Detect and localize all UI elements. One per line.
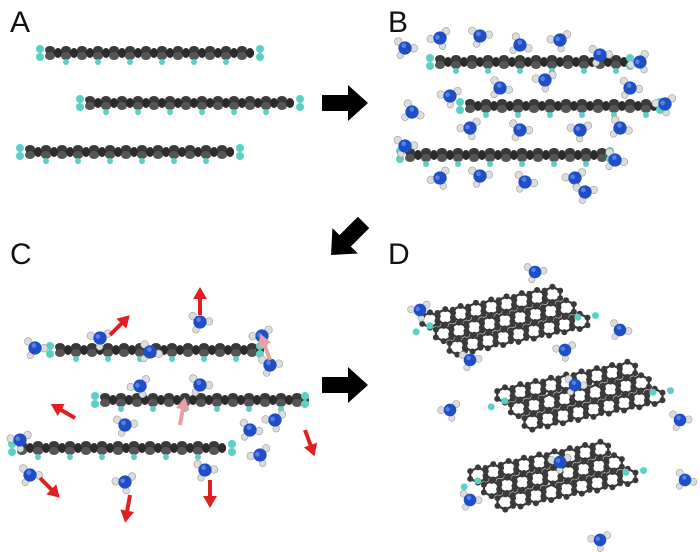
ammonia-molecule-icon: [394, 37, 419, 59]
graphene-sheet-d3: [460, 438, 647, 513]
graphene-sheet-b3: [396, 147, 614, 167]
ammonia-molecule-icon: [436, 86, 462, 109]
ammonia-molecule-icon: [393, 136, 419, 158]
ammonia-molecule-icon: [669, 410, 693, 431]
ammonia-molecule-icon: [258, 355, 284, 377]
ammonia-molecule-icon: [458, 351, 483, 372]
ammonia-molecule-icon: [6, 430, 32, 453]
ammonia-molecule-icon: [626, 50, 649, 74]
panel-label-d: D: [388, 238, 410, 271]
ammonia-molecule-icon: [587, 531, 611, 552]
ammonia-molecule-icon: [564, 374, 588, 396]
ammonia-molecule-icon: [261, 410, 287, 433]
ammonia-molecule-icon: [651, 94, 677, 117]
graphene-sheet-c3: [8, 440, 236, 460]
ammonia-molecule-icon: [619, 76, 644, 99]
ammonia-molecule-icon: [24, 337, 49, 359]
motion-arrow-icon: [193, 287, 207, 315]
panel-label-a: A: [10, 6, 31, 39]
motion-arrow-icon: [175, 397, 190, 426]
graphene-sheet-c1: [46, 342, 264, 362]
ammonia-molecule-icon: [86, 329, 113, 351]
motion-arrow-icon: [303, 429, 318, 457]
ammonia-molecule-icon: [675, 468, 698, 490]
panel-label-b: B: [388, 6, 409, 39]
ammonia-molecule-icon: [126, 375, 151, 398]
motion-arrow-icon: [38, 476, 60, 498]
ammonia-molecule-icon: [113, 415, 139, 437]
ammonia-molecule-icon: [426, 27, 451, 50]
graphene-sheet-d2: [487, 358, 674, 433]
motion-arrow-icon: [257, 333, 272, 361]
ammonia-molecule-icon: [459, 489, 483, 511]
motion-arrow-icon: [50, 403, 76, 420]
ammonia-molecule-icon: [140, 340, 163, 363]
ammonia-molecule-icon: [193, 460, 219, 482]
ammonia-molecule-icon: [19, 464, 44, 486]
graphene-sheet-a1: [36, 45, 264, 65]
ammonia-molecule-icon: [509, 119, 534, 141]
ammonia-molecule-icon: [246, 444, 271, 467]
ammonia-molecule-icon: [468, 166, 494, 188]
ammonia-molecule-icon: [547, 454, 572, 474]
ammonia-molecule-icon: [610, 319, 633, 341]
motion-arrow-icon: [120, 494, 135, 523]
ammonia-molecule-icon: [552, 341, 576, 362]
graphene-sheet-b2: [456, 98, 664, 118]
ammonia-molecule-icon: [188, 312, 214, 334]
ammonia-molecule-icon: [546, 30, 572, 53]
ammonia-molecule-icon: [111, 472, 137, 495]
ammonia-molecule-icon: [468, 26, 494, 48]
ammonia-molecule-icon: [566, 121, 593, 143]
graphene-sheet-a2: [76, 95, 304, 115]
down-left-arrow-icon: [331, 216, 370, 255]
ammonia-molecule-icon: [426, 166, 450, 190]
right-arrow-icon: [322, 85, 368, 121]
panel-label-c: C: [10, 238, 32, 271]
ammonia-molecule-icon: [609, 115, 633, 138]
ammonia-molecule-icon: [456, 117, 481, 141]
graphene-sheet-c2: [91, 392, 309, 412]
ammonia-molecule-icon: [572, 183, 598, 204]
motion-arrow-icon: [108, 315, 130, 337]
ammonia-molecule-icon: [523, 263, 548, 284]
ammonia-molecule-icon: [437, 400, 461, 422]
ammonia-molecule-icon: [605, 148, 628, 171]
ammonia-molecule-icon: [239, 418, 264, 441]
right-arrow-icon: [322, 367, 368, 403]
ammonia-molecule-icon: [189, 374, 214, 396]
ammonia-molecule-icon: [531, 70, 557, 93]
ammonia-molecule-icon: [490, 76, 513, 99]
ammonia-molecule-icon: [509, 32, 533, 54]
ammonia-molecule-icon: [588, 45, 614, 67]
ammonia-molecule-icon: [401, 99, 425, 121]
motion-arrow-icon: [203, 480, 217, 508]
graphene-sheet-a3: [16, 144, 244, 164]
ammonia-molecule-icon: [514, 170, 539, 193]
ammonia-molecule-icon: [407, 300, 431, 322]
